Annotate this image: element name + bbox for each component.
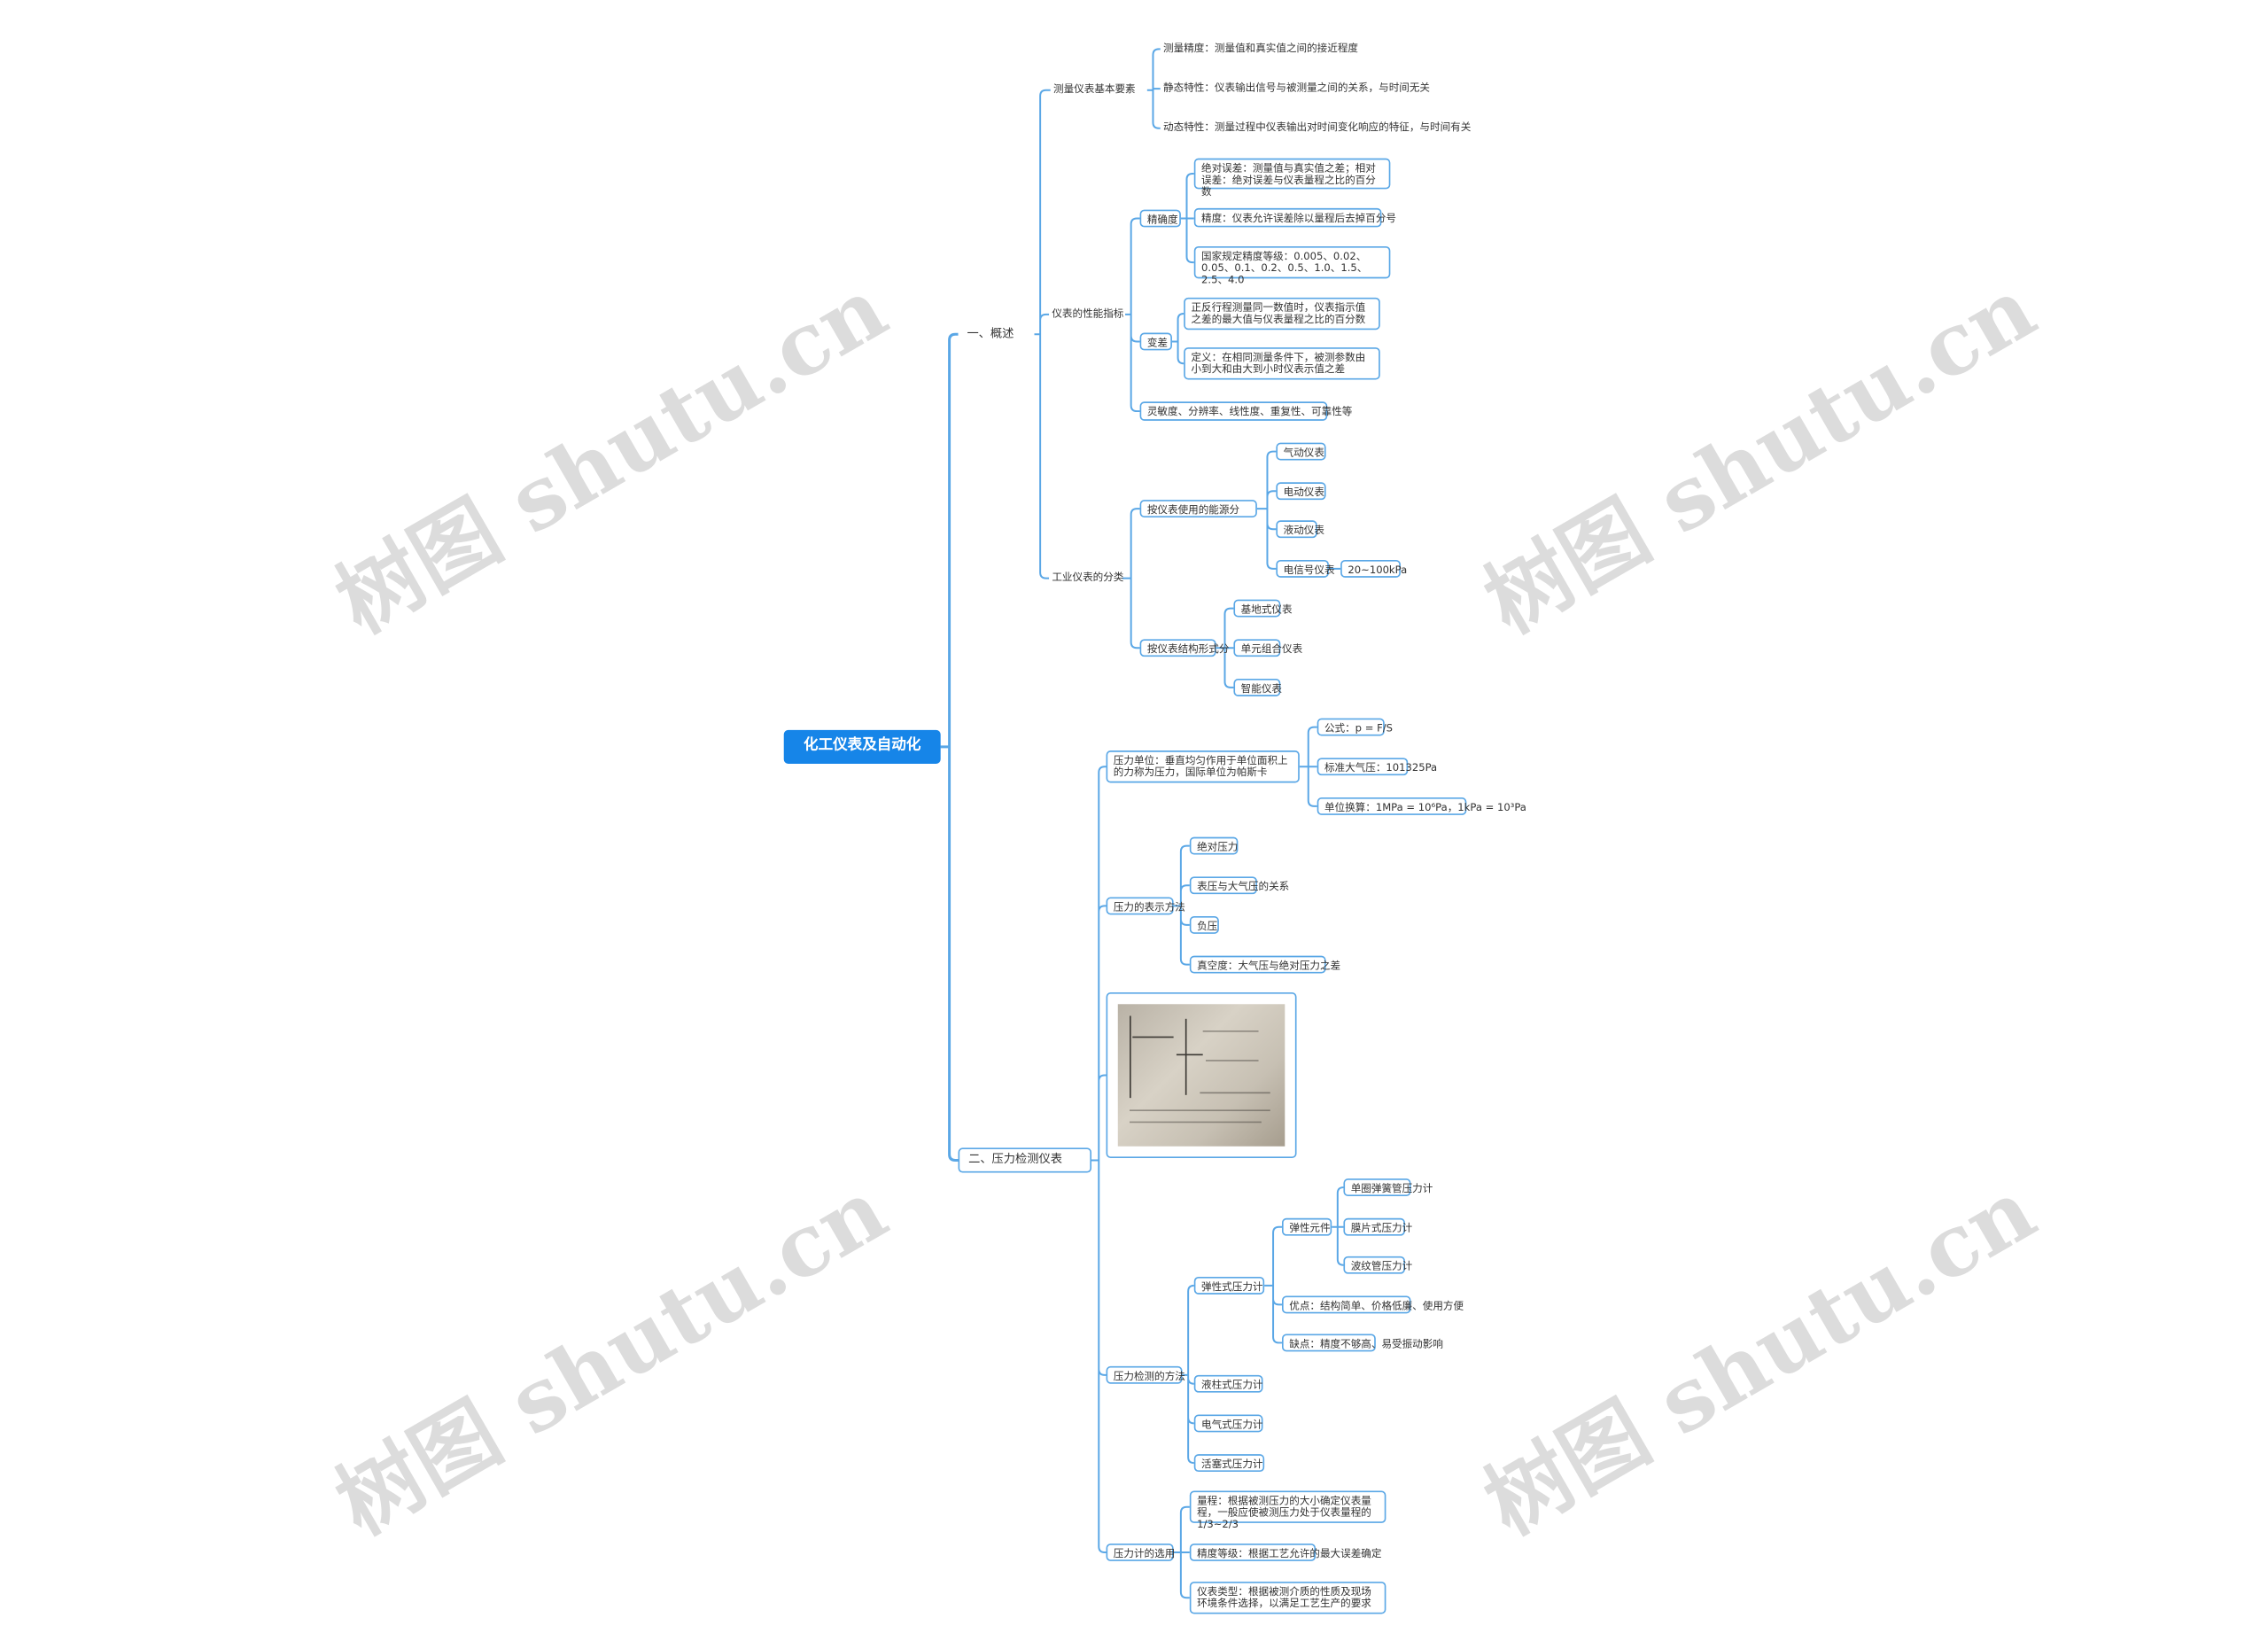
notes-image — [1117, 1004, 1285, 1147]
topic-instrument-classification[interactable]: 工业仪表的分类 — [1052, 572, 1124, 584]
leaf-elastic-advantages[interactable]: 优点：结构简单、价格低廉、使用方便 — [1281, 1295, 1464, 1314]
leaf-other-indexes[interactable]: 灵敏度、分辨率、线性度、重复性、可靠性等 — [1139, 401, 1352, 421]
leaf-absolute-pressure[interactable]: 绝对压力 — [1189, 836, 1239, 855]
topic-overview[interactable]: 一、概述 — [967, 326, 1014, 340]
topic-accuracy[interactable]: 精确度 — [1139, 209, 1181, 228]
leaf-measurement-precision[interactable]: 测量精度：测量值和真实值之间的接近程度 — [1163, 42, 1358, 55]
leaf-signal-range[interactable]: 20~100kPa — [1340, 559, 1407, 578]
connector — [1034, 89, 1051, 579]
connector — [1173, 844, 1190, 966]
root-topic[interactable]: 化工仪表及自动化 — [783, 729, 941, 764]
connector — [1256, 450, 1277, 570]
topic-pressure-representation[interactable]: 压力的表示方法 — [1106, 897, 1185, 915]
connector — [1299, 726, 1317, 807]
leaf-elastic-disadvantages[interactable]: 缺点：精度不够高、易受振动影响 — [1281, 1334, 1443, 1352]
topic-by-energy[interactable]: 按仪表使用的能源分 — [1139, 500, 1257, 518]
topic-elastic-gauge[interactable]: 弹性式压力计 — [1193, 1276, 1265, 1295]
leaf-negative-pressure[interactable]: 负压 — [1189, 916, 1219, 934]
topic-pressure-instruments[interactable]: 二、压力检测仪表 — [958, 1147, 1092, 1173]
connector — [940, 332, 959, 1162]
topic-pressure-unit[interactable]: 压力单位：垂直均匀作用于单位面积上的力称为压力，国际单位为帕斯卡 — [1106, 750, 1300, 783]
leaf-selection-range[interactable]: 量程：根据被测压力的大小确定仪表量程，一般应使被测压力处于仪表量程的1/3~2/… — [1189, 1490, 1386, 1530]
leaf-precision-definition[interactable]: 精度：仪表允许误差除以量程后去掉百分号 — [1193, 207, 1396, 228]
topic-performance-indexes[interactable]: 仪表的性能指标 — [1052, 307, 1124, 320]
leaf-vacuum-degree[interactable]: 真空度：大气压与绝对压力之差 — [1189, 955, 1340, 974]
connector — [1182, 1284, 1194, 1465]
connector — [1171, 313, 1184, 365]
leaf-unit-conversion[interactable]: 单位换算：1MPa = 10⁶Pa，1kPa = 10³Pa — [1317, 797, 1526, 815]
connector — [1146, 48, 1161, 129]
topic-by-structure[interactable]: 按仪表结构形式分 — [1139, 639, 1229, 657]
leaf-hysteresis-definition[interactable]: 定义：在相同测量条件下，被测参数由小到大和由大到小时仪表示值之差 — [1184, 347, 1380, 380]
leaf-smart-instrument[interactable]: 智能仪表 — [1233, 678, 1282, 696]
leaf-liquid-column-gauge[interactable]: 液柱式压力计 — [1193, 1374, 1263, 1393]
topic-pressure-detection[interactable]: 压力检测的方法 — [1106, 1365, 1185, 1384]
leaf-pneumatic[interactable]: 气动仪表 — [1276, 442, 1326, 461]
leaf-hydraulic[interactable]: 液动仪表 — [1276, 520, 1324, 539]
connector — [1216, 607, 1234, 688]
topic-measurement-elements[interactable]: 测量仪表基本要素 — [1053, 83, 1136, 96]
leaf-hysteresis-measure[interactable]: 正反行程测量同一数值时，仪表指示值之差的最大值与仪表量程之比的百分数 — [1184, 297, 1380, 330]
leaf-standard-atmosphere[interactable]: 标准大气压：101325Pa — [1317, 758, 1437, 776]
topic-gauge-selection[interactable]: 压力计的选用 — [1106, 1544, 1175, 1561]
leaf-base-type[interactable]: 基地式仪表 — [1233, 599, 1293, 618]
leaf-pressure-formula[interactable]: 公式：p = F/S — [1317, 718, 1393, 736]
connector — [1125, 217, 1140, 413]
leaf-gauge-pressure[interactable]: 表压与大气压的关系 — [1189, 876, 1289, 895]
leaf-bellows-gauge[interactable]: 波纹管压力计 — [1343, 1256, 1412, 1274]
topic-elastic-element[interactable]: 弹性元件 — [1281, 1217, 1332, 1236]
leaf-static-characteristic[interactable]: 静态特性：仪表输出信号与被测量之间的关系，与时间无关 — [1163, 82, 1431, 94]
leaf-electric-gauge[interactable]: 电气式压力计 — [1193, 1414, 1263, 1433]
leaf-electric[interactable]: 电动仪表 — [1276, 482, 1326, 501]
connector — [1264, 1225, 1282, 1344]
topic-hysteresis[interactable]: 变差 — [1139, 332, 1172, 351]
leaf-bourdon-tube[interactable]: 单圈弹簧管压力计 — [1343, 1178, 1433, 1196]
leaf-precision-grades[interactable]: 国家规定精度等级：0.005、0.02、0.05、0.1、0.2、0.5、1.0… — [1193, 245, 1391, 286]
connector — [1091, 766, 1107, 1554]
handwritten-notes-photo[interactable] — [1106, 992, 1297, 1158]
leaf-unit-combination[interactable]: 单元组合仪表 — [1233, 639, 1302, 657]
leaf-selection-type[interactable]: 仪表类型：根据被测介质的性质及现场环境条件选择，以满足工艺生产的要求 — [1189, 1582, 1386, 1614]
leaf-piston-gauge[interactable]: 活塞式压力计 — [1193, 1454, 1265, 1473]
leaf-signal-instrument[interactable]: 电信号仪表 — [1276, 559, 1335, 578]
leaf-selection-precision[interactable]: 精度等级：根据工艺允许的最大误差确定 — [1189, 1544, 1381, 1561]
leaf-absolute-error[interactable]: 绝对误差：测量值与真实值之差；相对误差：绝对误差与仪表量程之比的百分数 — [1193, 158, 1391, 198]
connector — [1180, 173, 1194, 264]
connector — [1332, 1186, 1344, 1266]
connector — [1122, 508, 1140, 649]
leaf-dynamic-characteristic[interactable]: 动态特性：测量过程中仪表输出对时间变化响应的特征，与时间有关 — [1163, 121, 1472, 134]
connector — [1173, 1505, 1190, 1599]
leaf-diaphragm-gauge[interactable]: 膜片式压力计 — [1343, 1217, 1412, 1236]
